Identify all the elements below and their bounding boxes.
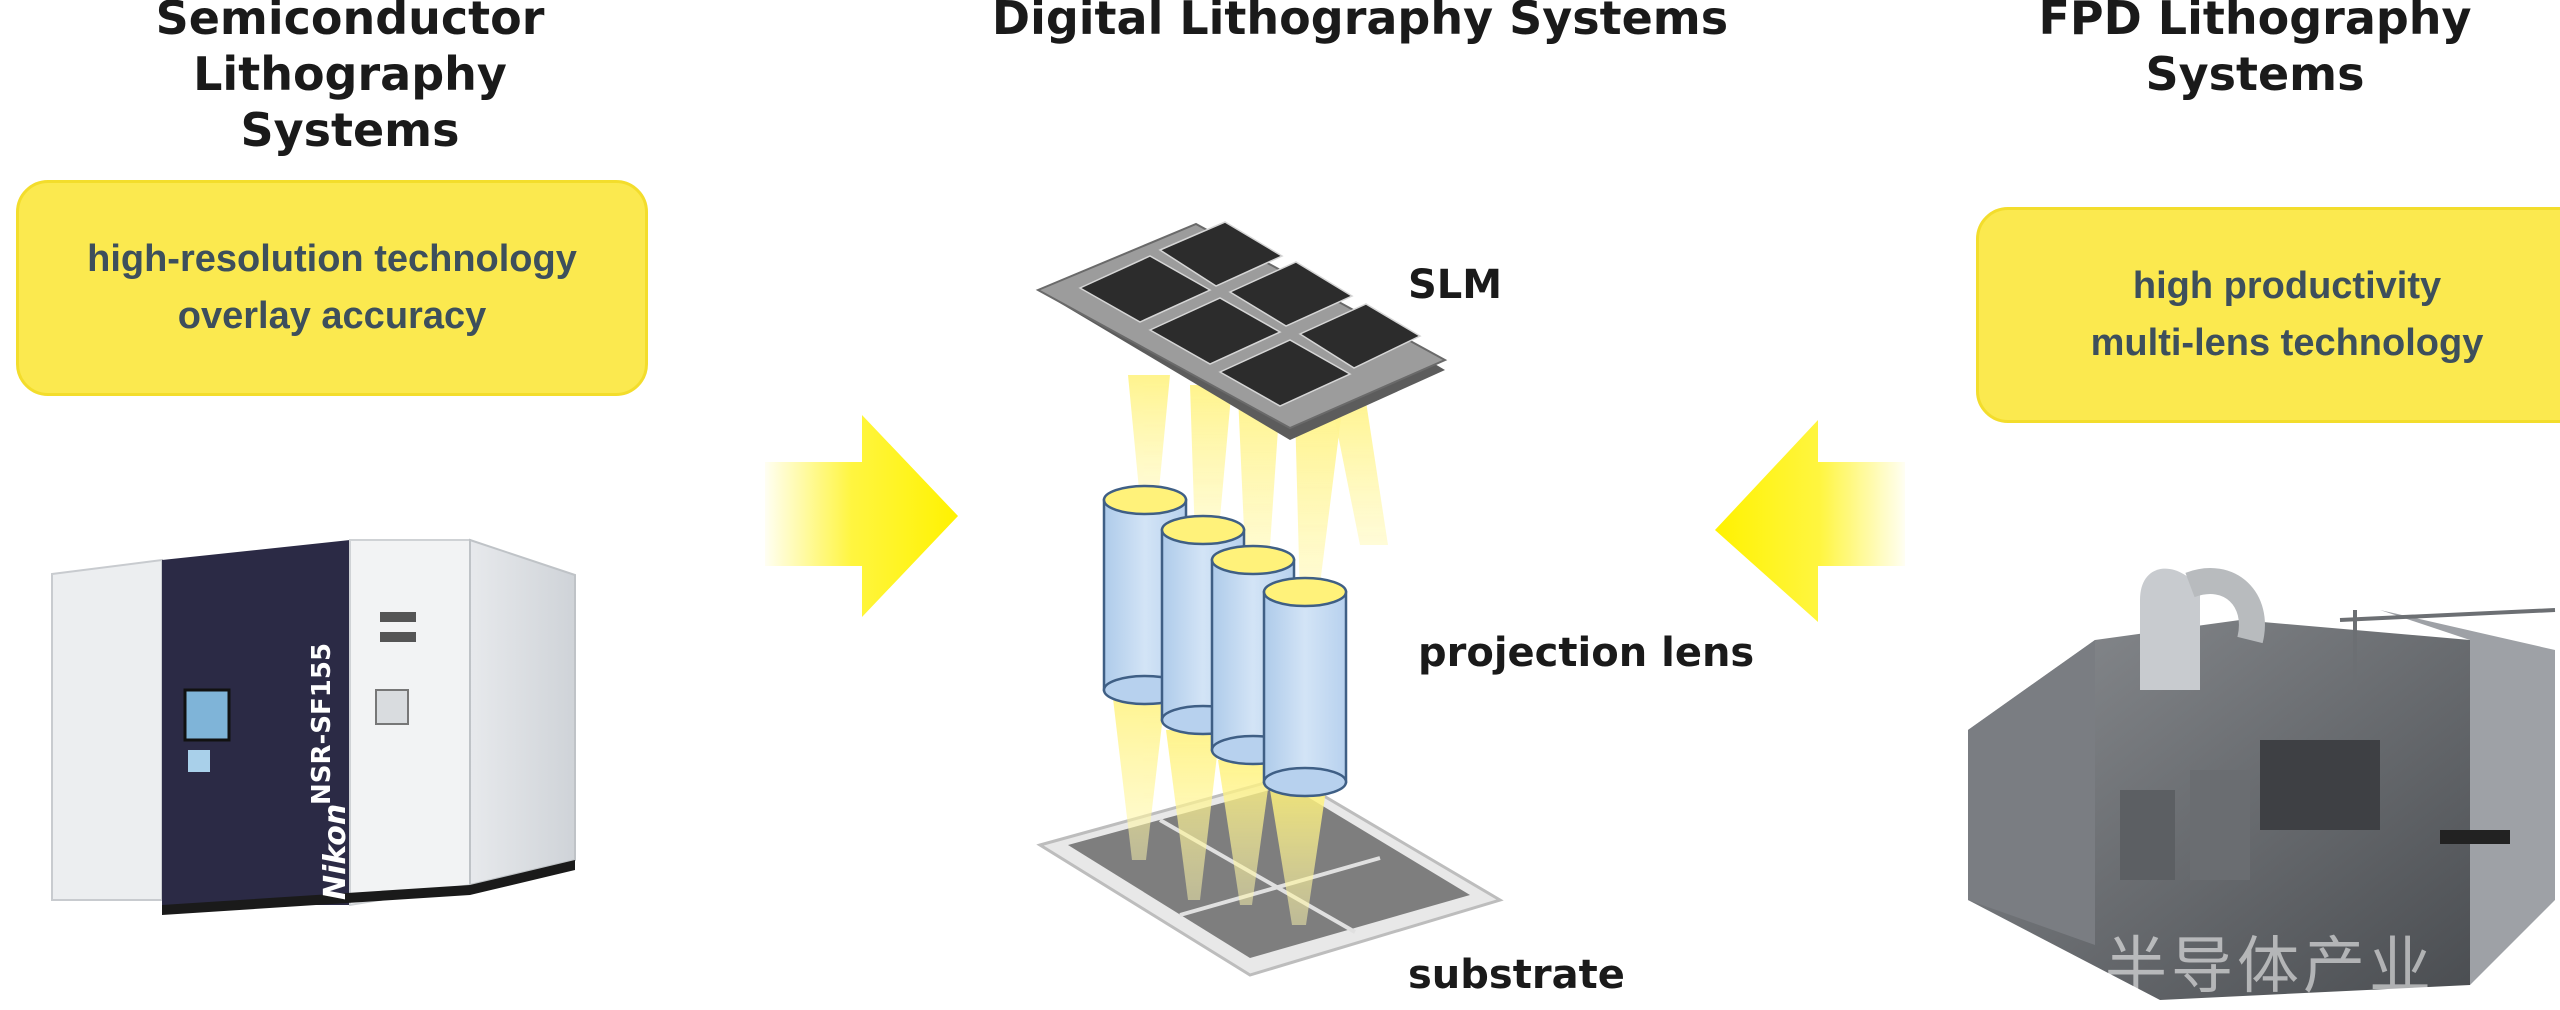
lens-4 [1262,576,1348,798]
fpd-machine [1968,568,2556,1000]
semiconductor-title: Semiconductor Lithography Systems [0,0,700,158]
semiconductor-feature-box: high-resolution technology overlay accur… [16,180,648,396]
fpd-feature-line1: high productivity [2132,265,2442,307]
fpd-feature-line2: multi-lens technology [2090,322,2484,364]
substrate-plate [1036,774,1504,977]
digital-title: Digital Lithography Systems [991,0,1729,45]
watermark-text: 半导体产业 [2105,929,2436,1002]
substrate-label: substrate [1408,952,1625,998]
fpd-title-line1: FPD Lithography [2038,0,2472,45]
slm-plate [1035,221,1448,440]
arrow-right-icon [765,415,958,617]
fpd-title-line2: Systems [2145,47,2365,101]
projection-lens-label: projection lens [1418,630,1755,676]
semiconductor-title-line1: Semiconductor Lithography [155,0,545,101]
fpd-feature-box: high productivity multi-lens technology [1976,207,2560,423]
semiconductor-feature-line1: high-resolution technology [87,238,577,280]
semiconductor-feature-line2: overlay accuracy [177,295,487,337]
semiconductor-title-line2: Systems [240,103,460,157]
arrow-left-icon [1715,420,1905,622]
light-beams [1112,375,1388,925]
fpd-title: FPD Lithography Systems [1970,0,2540,102]
semiconductor-machine: NSR-SF155 Nikon [51,538,576,915]
slm-label: SLM [1408,262,1503,308]
projection-lenses [1102,484,1348,798]
machine-brand-text: Nikon [318,804,353,900]
machine-model-text: NSR-SF155 [307,643,337,805]
